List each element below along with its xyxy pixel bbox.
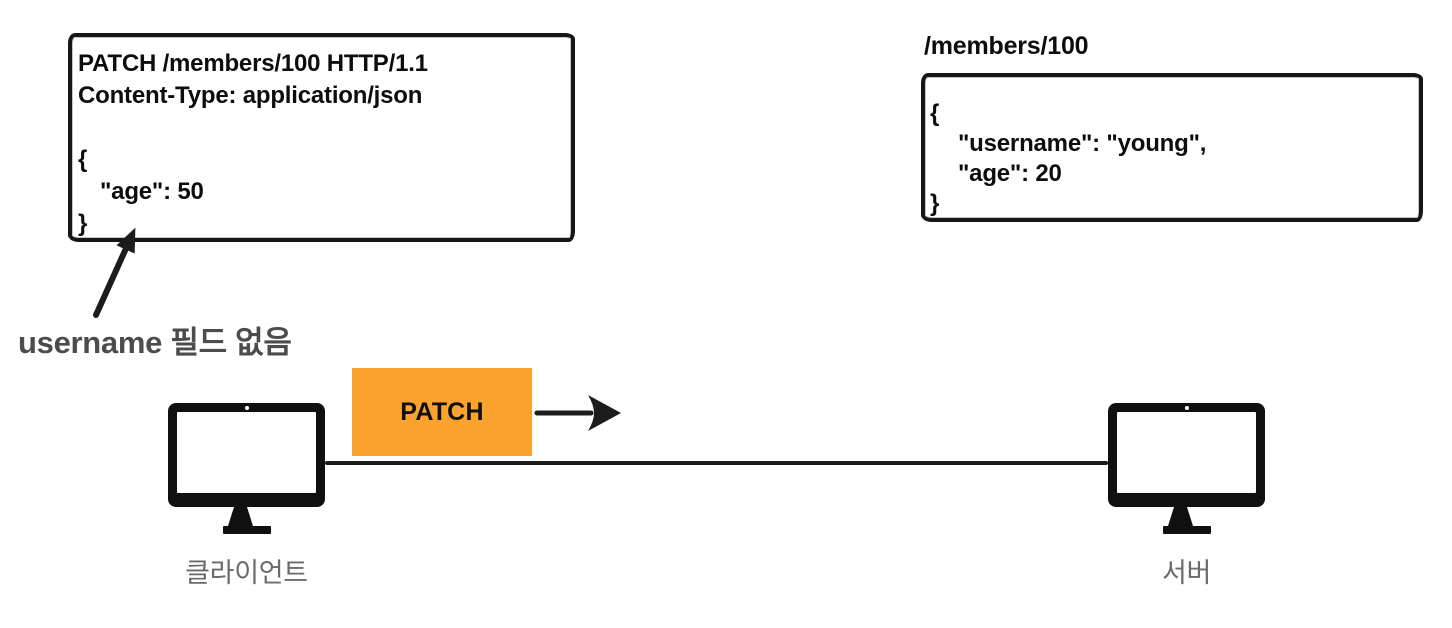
request-start-line: PATCH /members/100 HTTP/1.1 <box>78 50 428 77</box>
request-json-close-brace: } <box>78 210 88 237</box>
resource-json-open-brace: { <box>930 100 940 127</box>
monitor-stand <box>228 507 253 526</box>
resource-json-username-field: "username": "young", <box>958 130 1207 157</box>
request-json-age-field: "age": 50 <box>100 178 204 205</box>
monitor-screen <box>177 412 316 493</box>
annotation-arrow-icon <box>93 227 136 318</box>
monitor-screen <box>1117 412 1256 493</box>
resource-json-age-field: "age": 20 <box>958 160 1062 187</box>
blank-line <box>78 112 561 144</box>
monitor-stand <box>1168 507 1193 526</box>
monitor-base <box>222 526 271 534</box>
connection-line <box>325 461 1108 465</box>
monitor-camera-dot <box>1184 406 1189 410</box>
resource-json-close-brace: } <box>930 190 940 217</box>
monitor-base <box>1162 526 1211 534</box>
monitor-camera-dot <box>244 406 249 410</box>
request-direction-arrow-icon <box>534 395 621 431</box>
http-request-box: PATCH /members/100 HTTP/1.1 Content-Type… <box>68 33 575 242</box>
client-label: 클라이언트 <box>185 558 308 588</box>
patch-method-box: PATCH <box>352 368 532 456</box>
server-label: 서버 <box>1161 558 1212 588</box>
client-monitor-icon <box>168 403 325 534</box>
annotation-label: username 필드 없음 <box>18 325 292 360</box>
content-type-header-line: Content-Type: application/json <box>78 82 423 109</box>
server-monitor-icon <box>1108 403 1265 534</box>
server-resource-box: { "username": "young", "age": 20 } <box>921 73 1423 222</box>
request-json-open-brace: { <box>78 146 88 173</box>
patch-method-label: PATCH <box>400 397 484 426</box>
resource-path-label: /members/100 <box>924 32 1089 60</box>
